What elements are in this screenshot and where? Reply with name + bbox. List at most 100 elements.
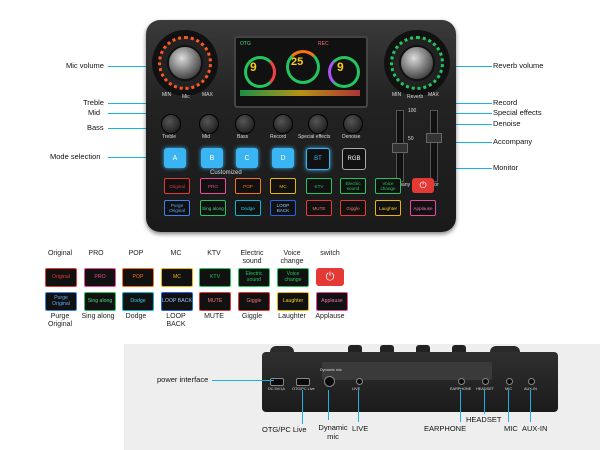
port-dynamic-mic xyxy=(324,376,335,387)
label-otg-pc-live: OTG/PC Live xyxy=(262,425,307,434)
bass-knob-label: Treble xyxy=(162,134,176,140)
monitor-fader[interactable] xyxy=(426,110,442,182)
legend-footer-loop-back: LOOP BACK xyxy=(166,313,186,328)
legend-footer-dodge: Dodge xyxy=(125,313,147,320)
label-aux-in: AUX-IN xyxy=(522,424,548,433)
callout-vline-otg xyxy=(302,390,303,424)
btn-pop[interactable]: POP xyxy=(235,178,261,194)
label-bass: Bass xyxy=(87,123,104,132)
record-knob-label: Record xyxy=(270,134,287,140)
callout-line-accompany xyxy=(430,142,492,143)
btn-giggle[interactable]: Giggle xyxy=(340,200,366,216)
legend-footer-purge-original: Purge Original xyxy=(47,313,73,328)
legend-header-pro: PRO xyxy=(88,250,104,257)
callout-line-bass xyxy=(108,128,158,129)
legend-footer-mute: MUTE xyxy=(204,313,224,320)
power-switch-icon[interactable]: ⏻ xyxy=(412,178,434,193)
port-earphone xyxy=(458,378,465,385)
btn-laughter[interactable]: Laughter xyxy=(375,200,401,216)
legend-btn-purge-original: Purge Original xyxy=(45,292,77,311)
screen-gauge-center xyxy=(286,50,320,84)
bass-knob[interactable] xyxy=(161,114,181,134)
pad-a[interactable]: A xyxy=(164,148,186,168)
accompany-fader-cap[interactable] xyxy=(392,143,408,153)
label-record: Record xyxy=(493,98,518,107)
port-aux-label: AUX-IN xyxy=(524,387,537,391)
treble-knob[interactable] xyxy=(235,114,255,134)
port-headset xyxy=(482,378,489,385)
legend-header-electric-sound: Electric sound xyxy=(240,250,264,265)
callout-vline-earphone xyxy=(460,390,461,422)
mic-volume-knob[interactable] xyxy=(167,45,203,81)
pad-c[interactable]: C xyxy=(236,148,258,168)
btn-purge-original[interactable]: Purge Original xyxy=(164,200,190,216)
callout-line-mic-volume xyxy=(108,66,166,67)
label-reverb-volume: Reverb volume xyxy=(493,61,544,70)
callout-vline-dynamic xyxy=(328,390,329,420)
callout-line-monitor xyxy=(430,168,492,169)
screen-level-bar xyxy=(240,90,360,96)
legend-header-mc: MC xyxy=(170,250,182,257)
btn-dodge[interactable]: Dodge xyxy=(235,200,261,216)
label-mic-volume: Mic volume xyxy=(66,61,104,70)
bt-button[interactable]: BT xyxy=(306,148,330,170)
screen-otg: OTG xyxy=(240,41,251,47)
label-mic: MIC xyxy=(504,424,518,433)
legend-btn-laughter: Laughter xyxy=(277,292,309,311)
reverb-volume-knob[interactable] xyxy=(399,45,435,81)
legend-btn-electric-sound: Electric sound xyxy=(238,268,270,287)
legend-btn-ktv: KTV xyxy=(199,268,231,287)
btn-pro[interactable]: PRO xyxy=(200,178,226,194)
label-treble: Treble xyxy=(83,98,104,107)
port-live xyxy=(356,378,363,385)
label-monitor: Monitor xyxy=(493,163,519,172)
denoise-knob[interactable] xyxy=(343,114,363,134)
legend-footer-sing-along: Sing along xyxy=(81,313,115,320)
port-live-label: LIVE xyxy=(352,387,361,391)
record-knob[interactable] xyxy=(273,114,293,134)
legend-footer-laughter: Laughter xyxy=(278,313,306,320)
legend-btn-dodge: Dodge xyxy=(122,292,154,311)
btn-original[interactable]: Original xyxy=(164,178,190,194)
pad-d[interactable]: D xyxy=(272,148,294,168)
lcd-screen: OTG REC 9 25 9 xyxy=(234,36,368,108)
pad-b[interactable]: B xyxy=(201,148,223,168)
monitor-fader-cap[interactable] xyxy=(426,133,442,143)
special-effects-knob-label: Special effects xyxy=(298,134,331,140)
mid-knob[interactable] xyxy=(199,114,219,134)
label-dynamic-mic: Dynamic mic xyxy=(318,423,348,441)
btn-sing-along[interactable]: Sing along xyxy=(200,200,226,216)
mic-min-label: MIN xyxy=(162,92,172,98)
label-denoise: Denoise xyxy=(493,119,521,128)
sound-card-device: MIN Mic MAX MIN Reverb MAX OTG REC 9 25 … xyxy=(146,20,456,232)
btn-electric-sound[interactable]: Electric sound xyxy=(340,178,366,194)
legend-btn-original: Original xyxy=(45,268,77,287)
btn-ktv[interactable]: KTV xyxy=(306,178,332,194)
legend-header-ktv: KTV xyxy=(207,250,221,257)
legend-btn-giggle: Giggle xyxy=(238,292,270,311)
mic-knob-label: Mic xyxy=(182,94,190,100)
treble-knob-label: Bass xyxy=(237,134,249,140)
btn-applause[interactable]: Applause xyxy=(410,200,436,216)
special-effects-knob[interactable] xyxy=(308,114,328,134)
rgb-button[interactable]: RGB xyxy=(342,148,366,170)
label-headset: HEADSET xyxy=(466,415,502,424)
port-dc-power xyxy=(270,378,284,386)
label-power-interface: power interface xyxy=(157,375,209,384)
denoise-knob-label: Denoise xyxy=(342,134,361,140)
mic-max-label: MAX xyxy=(202,92,213,98)
reverb-max-label: MAX xyxy=(428,92,439,98)
btn-voice-change[interactable]: Voice change xyxy=(375,178,401,194)
legend-btn-pro: PRO xyxy=(84,268,116,287)
port-headset-label: HEADSET xyxy=(476,387,494,391)
legend-btn-applause: Applause xyxy=(316,292,348,311)
screen-number-center: 25 xyxy=(291,56,304,68)
callout-line-power xyxy=(212,380,274,381)
callout-vline-mic xyxy=(508,390,509,422)
fader-scale-top: 100 xyxy=(408,108,417,114)
btn-mute[interactable]: MUTE xyxy=(306,200,332,216)
btn-mc[interactable]: MC xyxy=(270,178,296,194)
accompany-fader[interactable] xyxy=(392,110,408,182)
btn-loop-back[interactable]: LOOP BACK xyxy=(270,200,296,216)
legend-footer-applause: Applause xyxy=(315,313,345,320)
